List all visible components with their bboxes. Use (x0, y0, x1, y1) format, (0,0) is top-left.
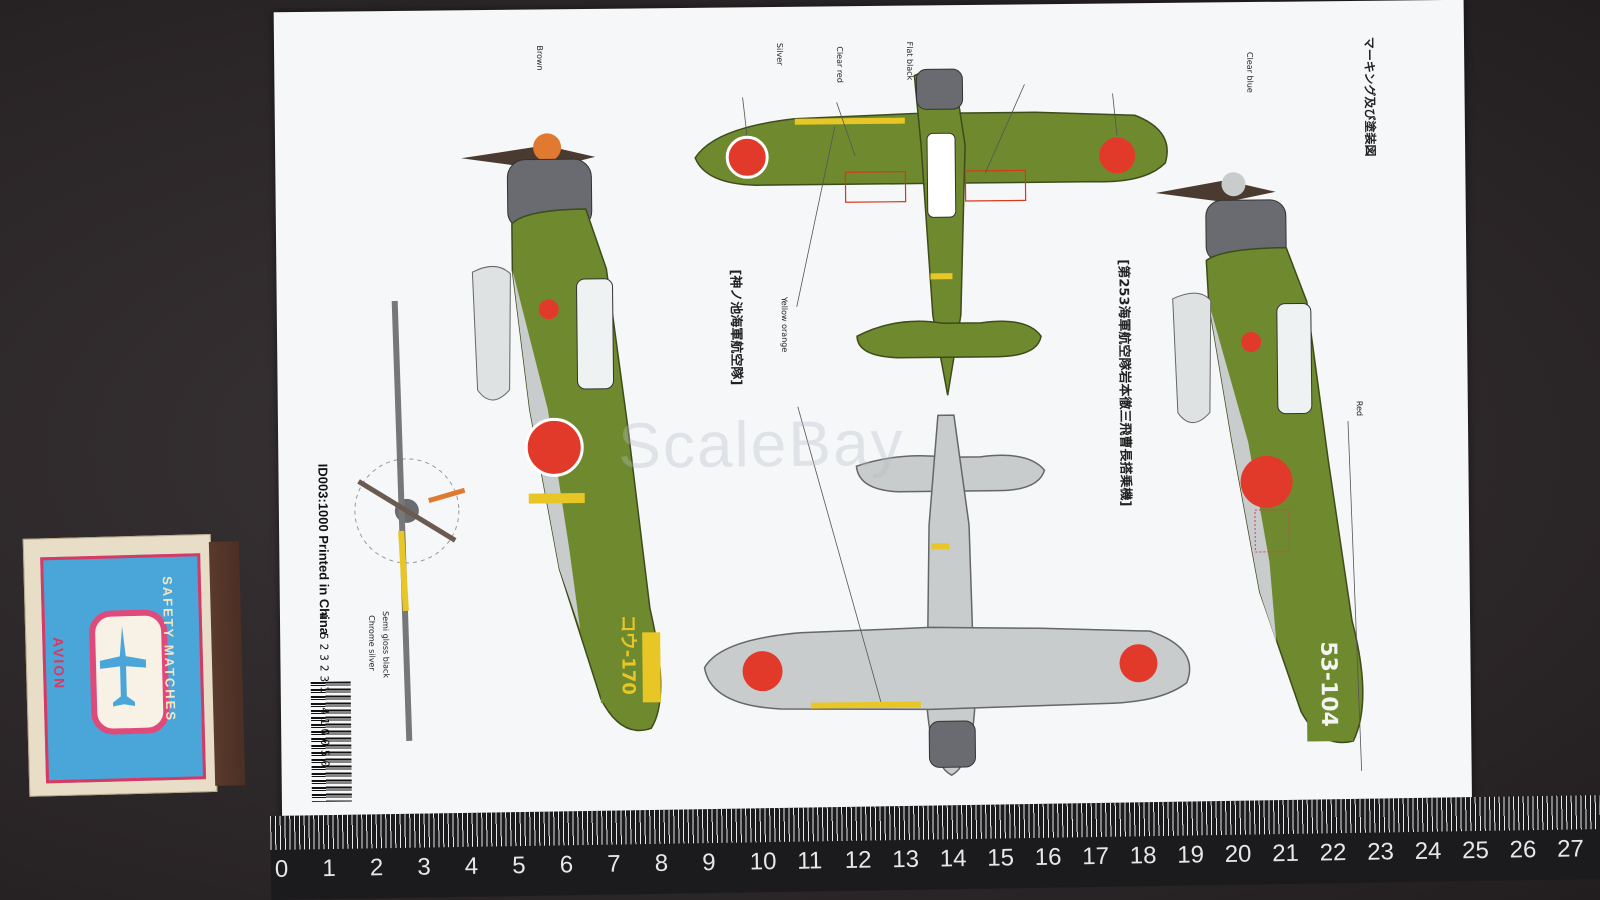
ruler-number: 7 (607, 850, 621, 878)
label-clear-blue: Clear blue (1245, 51, 1255, 93)
ruler-number: 18 (1129, 842, 1157, 870)
front-view (354, 300, 466, 741)
ruler-number: 5 (512, 851, 526, 880)
matchbox: SAFETY MATCHES AVION (22, 533, 246, 797)
ruler-number: 4 (464, 852, 479, 880)
ruler-number: 16 (1034, 843, 1062, 871)
tail-code-left: コウ-170 (616, 614, 639, 696)
ruler-number: 3 (417, 853, 431, 881)
ruler-number: 21 (1272, 839, 1300, 868)
header-title: マーキング及び塗装図 (1361, 36, 1378, 157)
ruler-number: 11 (797, 847, 823, 875)
ruler-number: 1 (322, 854, 336, 883)
ruler-number: 25 (1461, 836, 1490, 865)
label-chrome-silver: Chrome silver (366, 615, 377, 671)
label-flat-black: Flat black (904, 41, 915, 81)
matchbox-text-brand: AVION (50, 636, 68, 691)
ruler-number: 9 (702, 849, 716, 877)
ruler-number: 22 (1319, 839, 1347, 867)
airplane-emblem-icon (88, 609, 170, 736)
unit-left-title: [神ノ池海軍航空隊] (727, 269, 744, 386)
ruler-number: 27 (1556, 835, 1585, 863)
label-brown: Brown (535, 45, 545, 71)
ruler-number: 15 (987, 844, 1015, 872)
ruler-number: 26 (1509, 836, 1537, 864)
aircraft-drawings (354, 68, 1364, 777)
ruler-number: 14 (939, 845, 967, 873)
leader-lines (742, 84, 1363, 771)
label-red: Red (1354, 400, 1364, 417)
ruler-number: 6 (559, 851, 574, 879)
side-view-left (461, 133, 662, 732)
top-view-upper (694, 68, 1168, 396)
unit-right-title: [第253海軍航空隊岩本徹三飛曹長搭乗機] (1115, 259, 1133, 507)
barcode-number: 4 523231 410050 (316, 611, 332, 772)
ruler-number: 12 (844, 846, 872, 874)
ruler-number: 23 (1366, 838, 1395, 866)
side-view-right (1155, 172, 1364, 744)
label-silver: Silver (774, 42, 785, 66)
ruler-number: 13 (892, 845, 920, 874)
ruler-number: 2 (369, 854, 384, 882)
ruler-number: 17 (1082, 842, 1110, 871)
matchbox-label (40, 553, 207, 784)
top-view-lower (703, 414, 1191, 777)
ruler-number: 20 (1224, 840, 1252, 869)
ruler-number: 10 (749, 848, 777, 876)
label-clear-red: Clear red (835, 46, 845, 83)
label-semi-gloss-black: Semi gloss black (380, 611, 391, 679)
tail-code-right: 53-104 (1315, 641, 1342, 728)
ruler-number: 24 (1414, 837, 1442, 866)
decal-instruction-sheet: ScaleBay マーキング及び塗装図 [第253海軍航空隊岩本徹三飛曹長搭乗機… (273, 0, 1473, 851)
ruler-number: 8 (654, 849, 669, 877)
label-yellow-orange: Yellow orange (779, 296, 790, 353)
ruler-number: 19 (1177, 841, 1205, 869)
printed-in-label: ID003:1000 Printed in China (315, 463, 333, 636)
ruler-number: 0 (274, 855, 289, 883)
watermark: ScaleBay (617, 406, 905, 482)
